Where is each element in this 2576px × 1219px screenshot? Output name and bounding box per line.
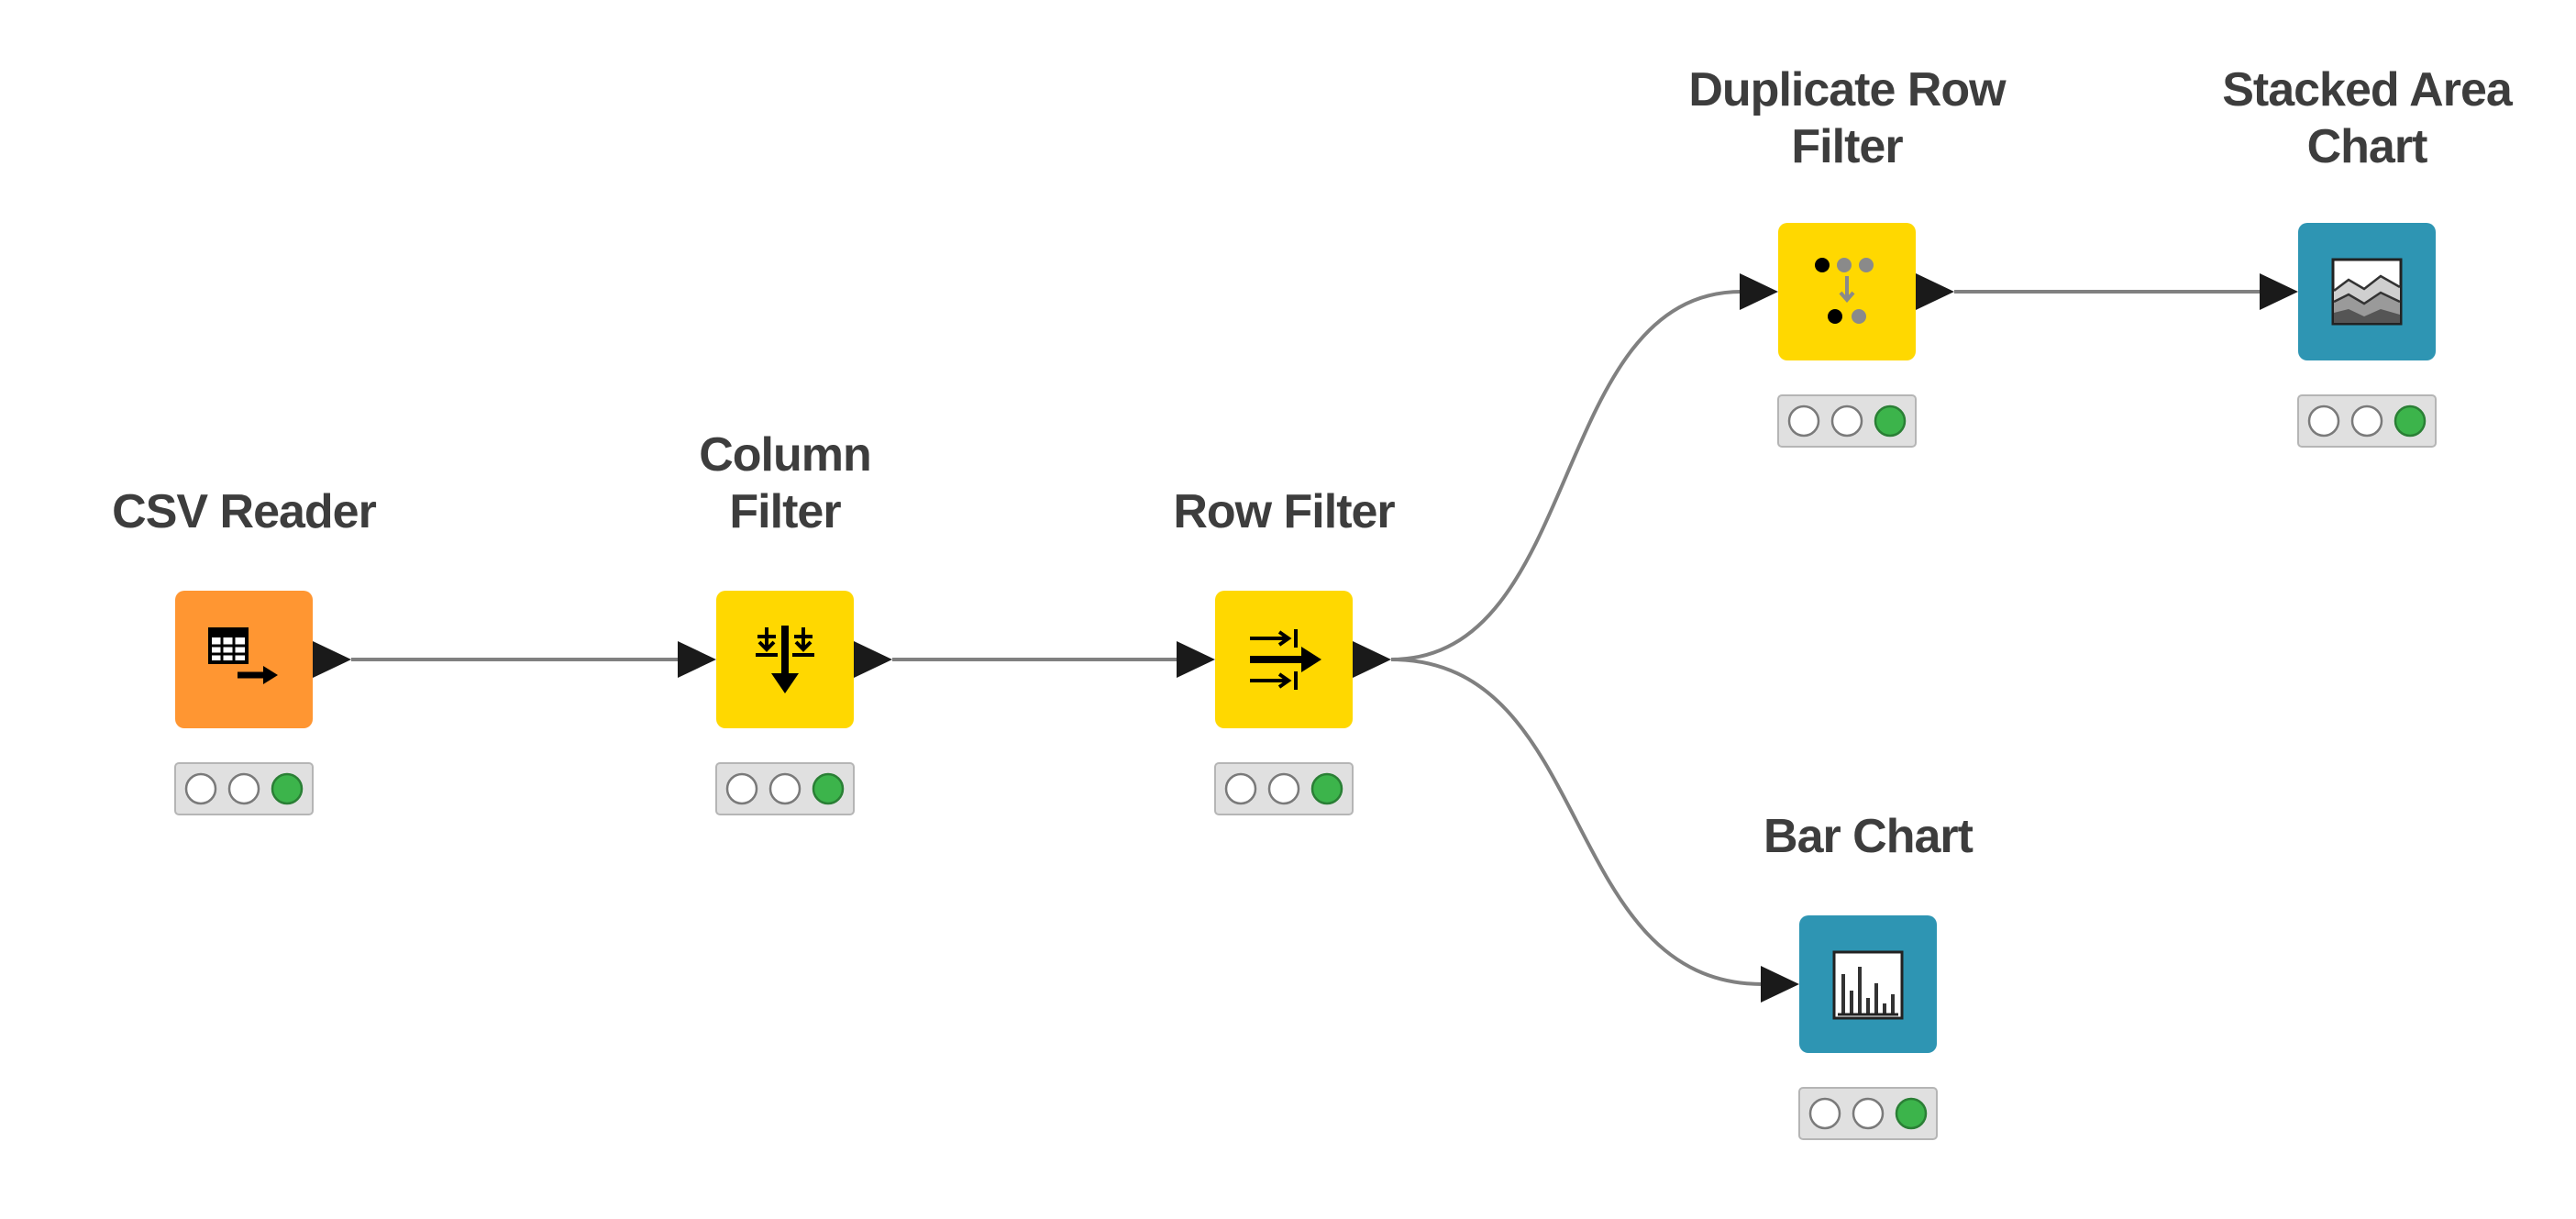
node-title-csv-reader: CSV Reader	[15, 483, 473, 540]
input-port[interactable]	[1761, 966, 1799, 1003]
status-light-1	[1808, 1097, 1841, 1130]
node-row-filter[interactable]	[1177, 591, 1391, 815]
input-port[interactable]	[2260, 273, 2298, 310]
connection-row-filter-to-duplicate-row-filter[interactable]	[1390, 290, 1742, 661]
status-light-2	[1830, 404, 1863, 438]
node-stacked-area-chart[interactable]	[2260, 223, 2437, 448]
status-light-1	[1224, 772, 1257, 805]
node-duplicate-row-filter[interactable]	[1740, 223, 1954, 448]
status-indicator	[2297, 394, 2437, 448]
status-light-3	[271, 772, 304, 805]
status-light-2	[1852, 1097, 1885, 1130]
node-title-row-filter: Row Filter	[1055, 483, 1513, 540]
status-light-2	[768, 772, 802, 805]
status-light-3	[1310, 772, 1343, 805]
connection-layer	[351, 290, 2261, 986]
status-light-1	[725, 772, 758, 805]
status-indicator	[715, 762, 855, 815]
node-title-line: Bar Chart	[1763, 810, 1973, 863]
node-title-line: Filter	[729, 485, 841, 538]
node-title-line: Column	[699, 428, 872, 482]
node-title-bar-chart: Bar Chart	[1639, 808, 2097, 865]
node-title-line: Row Filter	[1173, 485, 1395, 538]
status-indicator	[1777, 394, 1917, 448]
output-port[interactable]	[854, 641, 892, 678]
node-title-line: Chart	[2306, 120, 2428, 173]
status-light-3	[2394, 404, 2427, 438]
node-title-line: Filter	[1791, 120, 1903, 173]
input-port[interactable]	[1177, 641, 1215, 678]
column-filter-icon	[756, 626, 814, 693]
stacked-area-chart-icon	[2331, 258, 2403, 326]
status-light-2	[2350, 404, 2383, 438]
status-light-3	[1895, 1097, 1928, 1130]
row-filter-icon	[1250, 629, 1321, 690]
status-indicator	[174, 762, 314, 815]
status-light-3	[812, 772, 845, 805]
status-light-1	[184, 772, 217, 805]
status-light-3	[1874, 404, 1907, 438]
bar-chart-icon	[1832, 950, 1904, 1020]
duplicate-row-icon	[1815, 258, 1874, 324]
input-port[interactable]	[678, 641, 716, 678]
node-title-line: Duplicate Row	[1688, 63, 2006, 116]
output-port[interactable]	[1353, 641, 1391, 678]
status-light-1	[1787, 404, 1820, 438]
node-title-line: CSV Reader	[112, 485, 377, 538]
status-light-2	[227, 772, 260, 805]
connection-row-filter-to-bar-chart[interactable]	[1390, 658, 1763, 986]
output-port[interactable]	[313, 641, 351, 678]
table-arrow-icon	[208, 627, 278, 684]
status-indicator	[1214, 762, 1354, 815]
status-indicator	[1798, 1087, 1938, 1140]
node-csv-reader[interactable]	[174, 591, 351, 815]
status-light-1	[2307, 404, 2340, 438]
input-port[interactable]	[1740, 273, 1778, 310]
output-port[interactable]	[1916, 273, 1954, 310]
node-bar-chart[interactable]	[1761, 915, 1938, 1140]
node-column-filter[interactable]	[678, 591, 892, 815]
node-title-line: Stacked Area	[2222, 63, 2513, 116]
status-light-2	[1267, 772, 1300, 805]
node-layer	[174, 223, 2437, 1140]
